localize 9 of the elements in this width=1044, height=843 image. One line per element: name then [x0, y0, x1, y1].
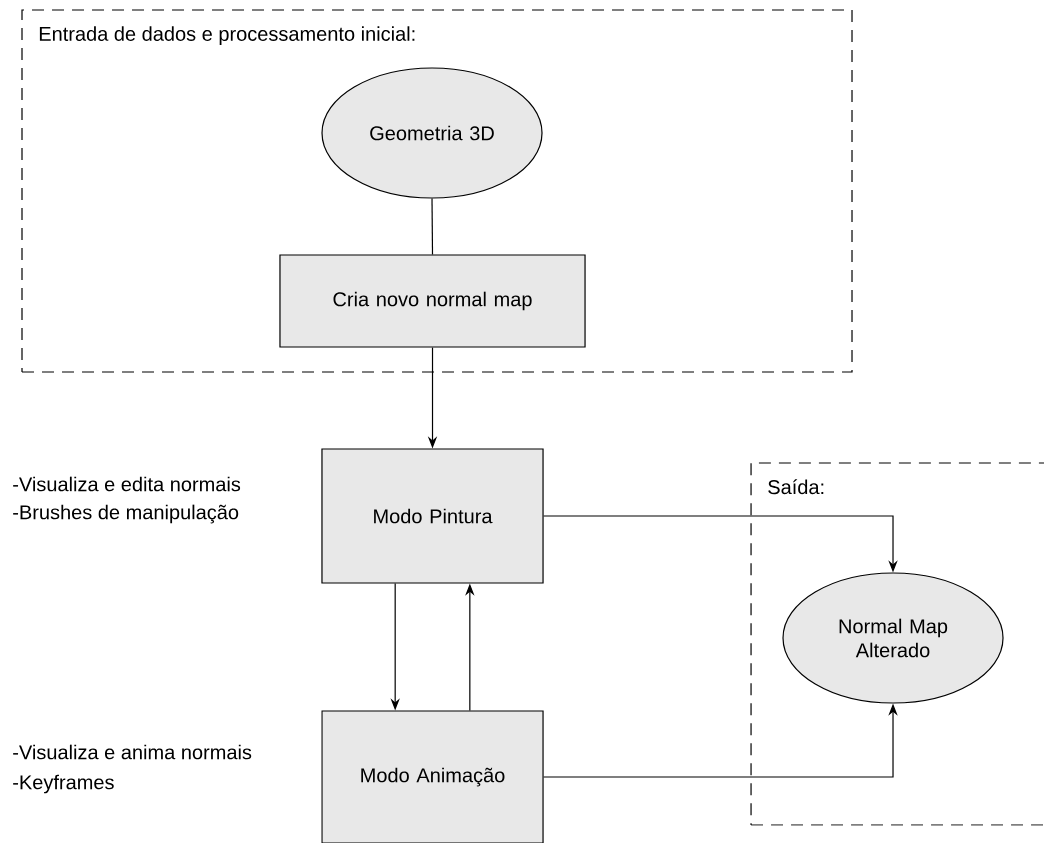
process-box: Modo Animação [321, 710, 544, 843]
side-note: -Brushes de manipulação [13, 504, 239, 524]
ellipse-node: Geometria 3D [321, 67, 543, 199]
process-box: Cria novo normal map [279, 254, 586, 348]
side-note: -Keyframes [13, 774, 114, 794]
ellipse-node: Normal Map Alterado [782, 572, 1004, 704]
side-note: -Visualiza e edita normais [13, 476, 241, 492]
side-note: -Visualiza e anima normais [13, 744, 252, 760]
process-box: Modo Pintura [321, 448, 544, 584]
